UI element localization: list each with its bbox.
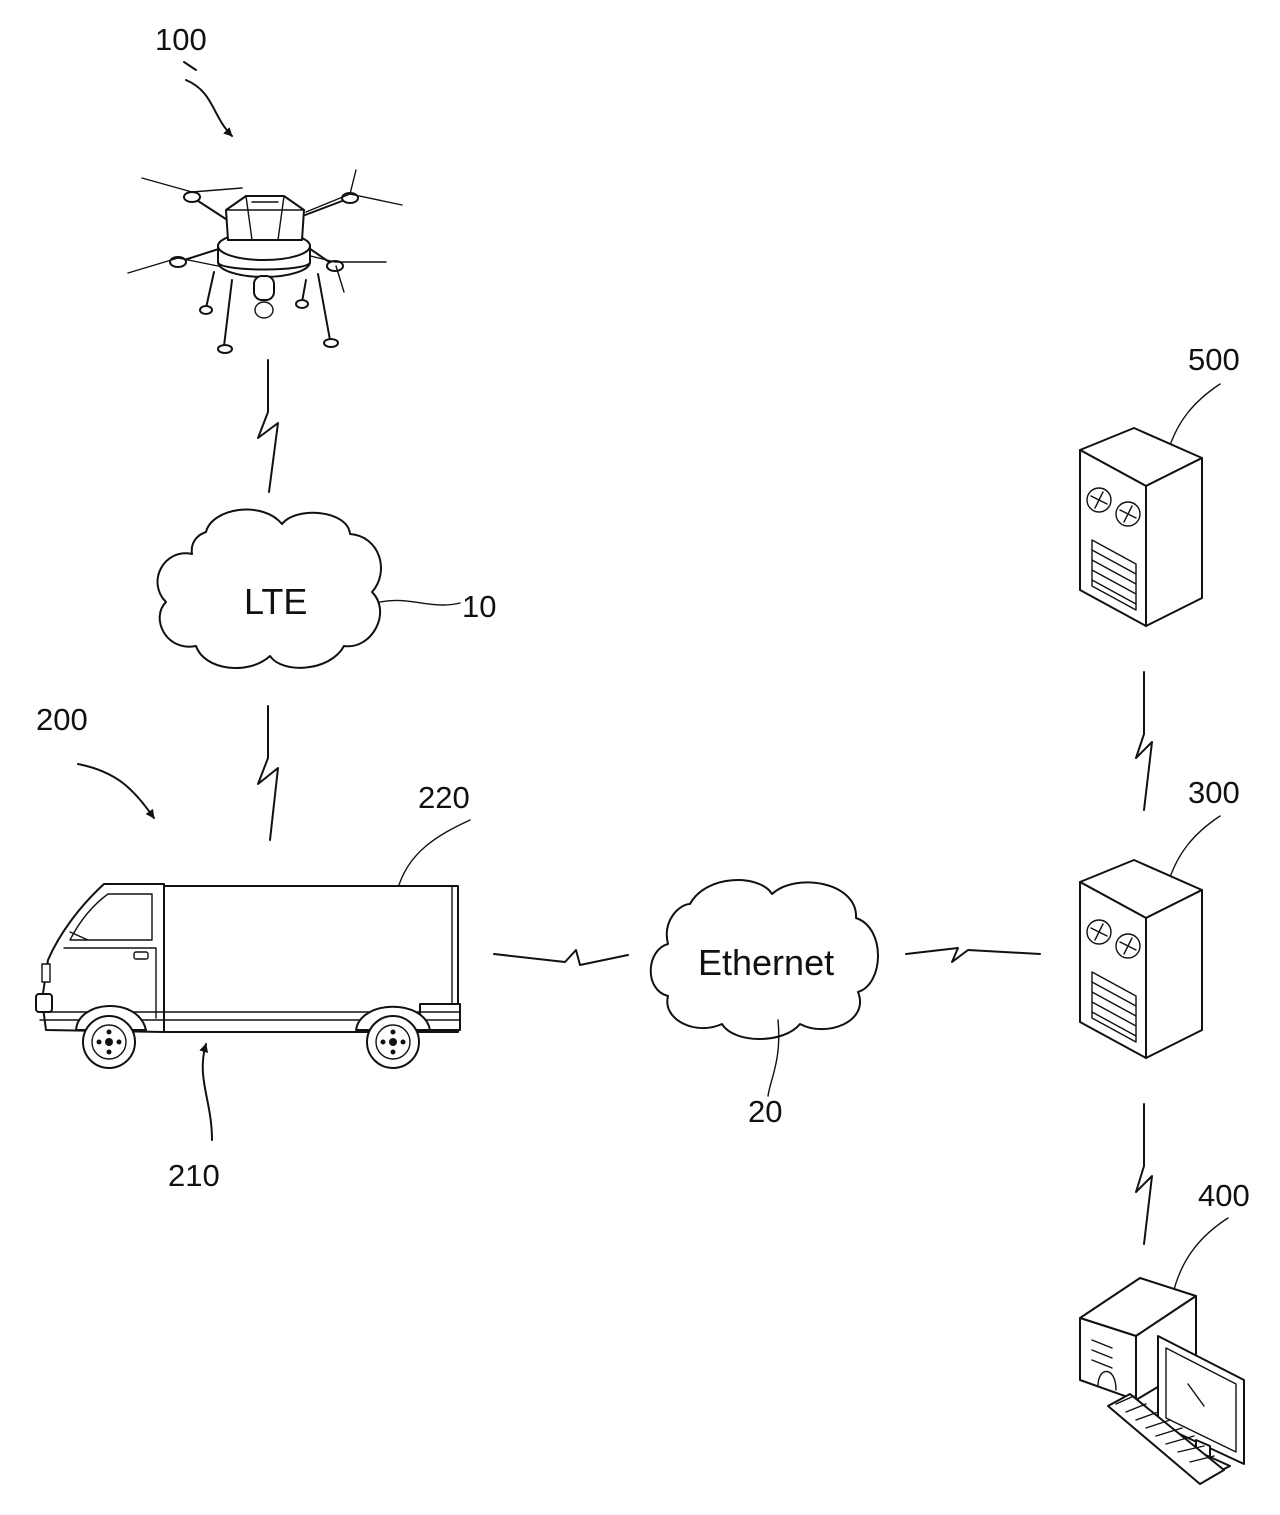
label-200: 200 bbox=[36, 702, 88, 737]
leader-line-10 bbox=[379, 599, 461, 606]
leader-line-20 bbox=[767, 1019, 780, 1097]
server-icon bbox=[1079, 427, 1203, 627]
wireless-link-icon bbox=[905, 947, 1041, 963]
server-db: 500 bbox=[1079, 342, 1240, 627]
ethernet-label: Ethernet bbox=[698, 942, 834, 983]
label-210: 210 bbox=[168, 1158, 220, 1193]
drone-icon bbox=[127, 169, 403, 354]
lte-label: LTE bbox=[244, 581, 307, 622]
label-300: 300 bbox=[1188, 775, 1240, 810]
server-main: 300 bbox=[1079, 775, 1240, 1059]
label-500: 500 bbox=[1188, 342, 1240, 377]
cloud-icon bbox=[649, 879, 879, 1040]
leader-line-400 bbox=[1171, 1217, 1229, 1299]
wireless-link-icon bbox=[1135, 1103, 1153, 1245]
computer: 400 bbox=[1079, 1178, 1250, 1485]
label-220: 220 bbox=[418, 780, 470, 815]
leader-line-220 bbox=[395, 819, 471, 897]
label-100: 100 bbox=[155, 22, 207, 57]
label-20: 20 bbox=[748, 1094, 782, 1129]
leader-arrow-210 bbox=[199, 1043, 213, 1141]
computer-icon bbox=[1079, 1277, 1245, 1485]
wireless-link-icon bbox=[493, 949, 629, 966]
leader-arrow-200 bbox=[77, 763, 155, 819]
arrow-tail-100 bbox=[183, 61, 197, 71]
cloud-icon bbox=[156, 508, 382, 670]
lte-network: LTE 10 bbox=[156, 508, 496, 670]
label-10: 10 bbox=[462, 589, 496, 624]
vehicle: 200 220 bbox=[35, 702, 471, 1193]
ethernet-network: Ethernet 20 bbox=[649, 879, 879, 1129]
drone: 100 bbox=[127, 22, 403, 354]
server-icon bbox=[1079, 859, 1203, 1059]
wireless-link-icon bbox=[257, 705, 279, 841]
wireless-link-icon bbox=[257, 359, 279, 493]
leader-arrow-100 bbox=[185, 79, 233, 137]
label-400: 400 bbox=[1198, 1178, 1250, 1213]
truck-icon bbox=[35, 883, 461, 1069]
wireless-link-icon bbox=[1135, 671, 1153, 811]
